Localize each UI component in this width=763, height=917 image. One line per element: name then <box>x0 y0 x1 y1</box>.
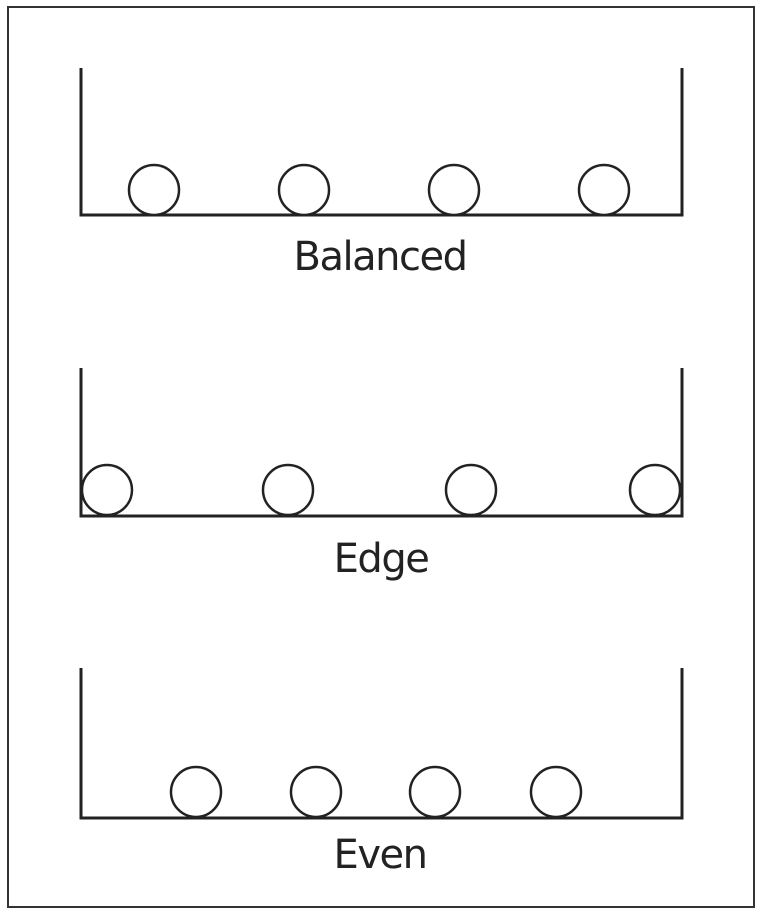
ball <box>628 463 682 517</box>
ball <box>169 765 223 819</box>
ball <box>289 765 343 819</box>
tray-edge <box>79 368 684 518</box>
tray-even <box>79 668 684 820</box>
ball <box>261 463 315 517</box>
panel-even: Even <box>79 668 684 878</box>
panel-balanced: Balanced <box>79 68 684 280</box>
panel-label-edge: Edge <box>334 536 429 582</box>
diagram-frame <box>7 6 755 908</box>
ball <box>427 163 481 217</box>
ball <box>529 765 583 819</box>
ball <box>127 163 181 217</box>
ball <box>277 163 331 217</box>
ball <box>80 463 134 517</box>
panel-label-even: Even <box>334 832 427 878</box>
tray-balanced <box>79 68 684 217</box>
ball <box>408 765 462 819</box>
panel-label-balanced: Balanced <box>294 234 467 280</box>
ball <box>577 163 631 217</box>
panel-edge: Edge <box>79 368 684 582</box>
ball <box>444 463 498 517</box>
